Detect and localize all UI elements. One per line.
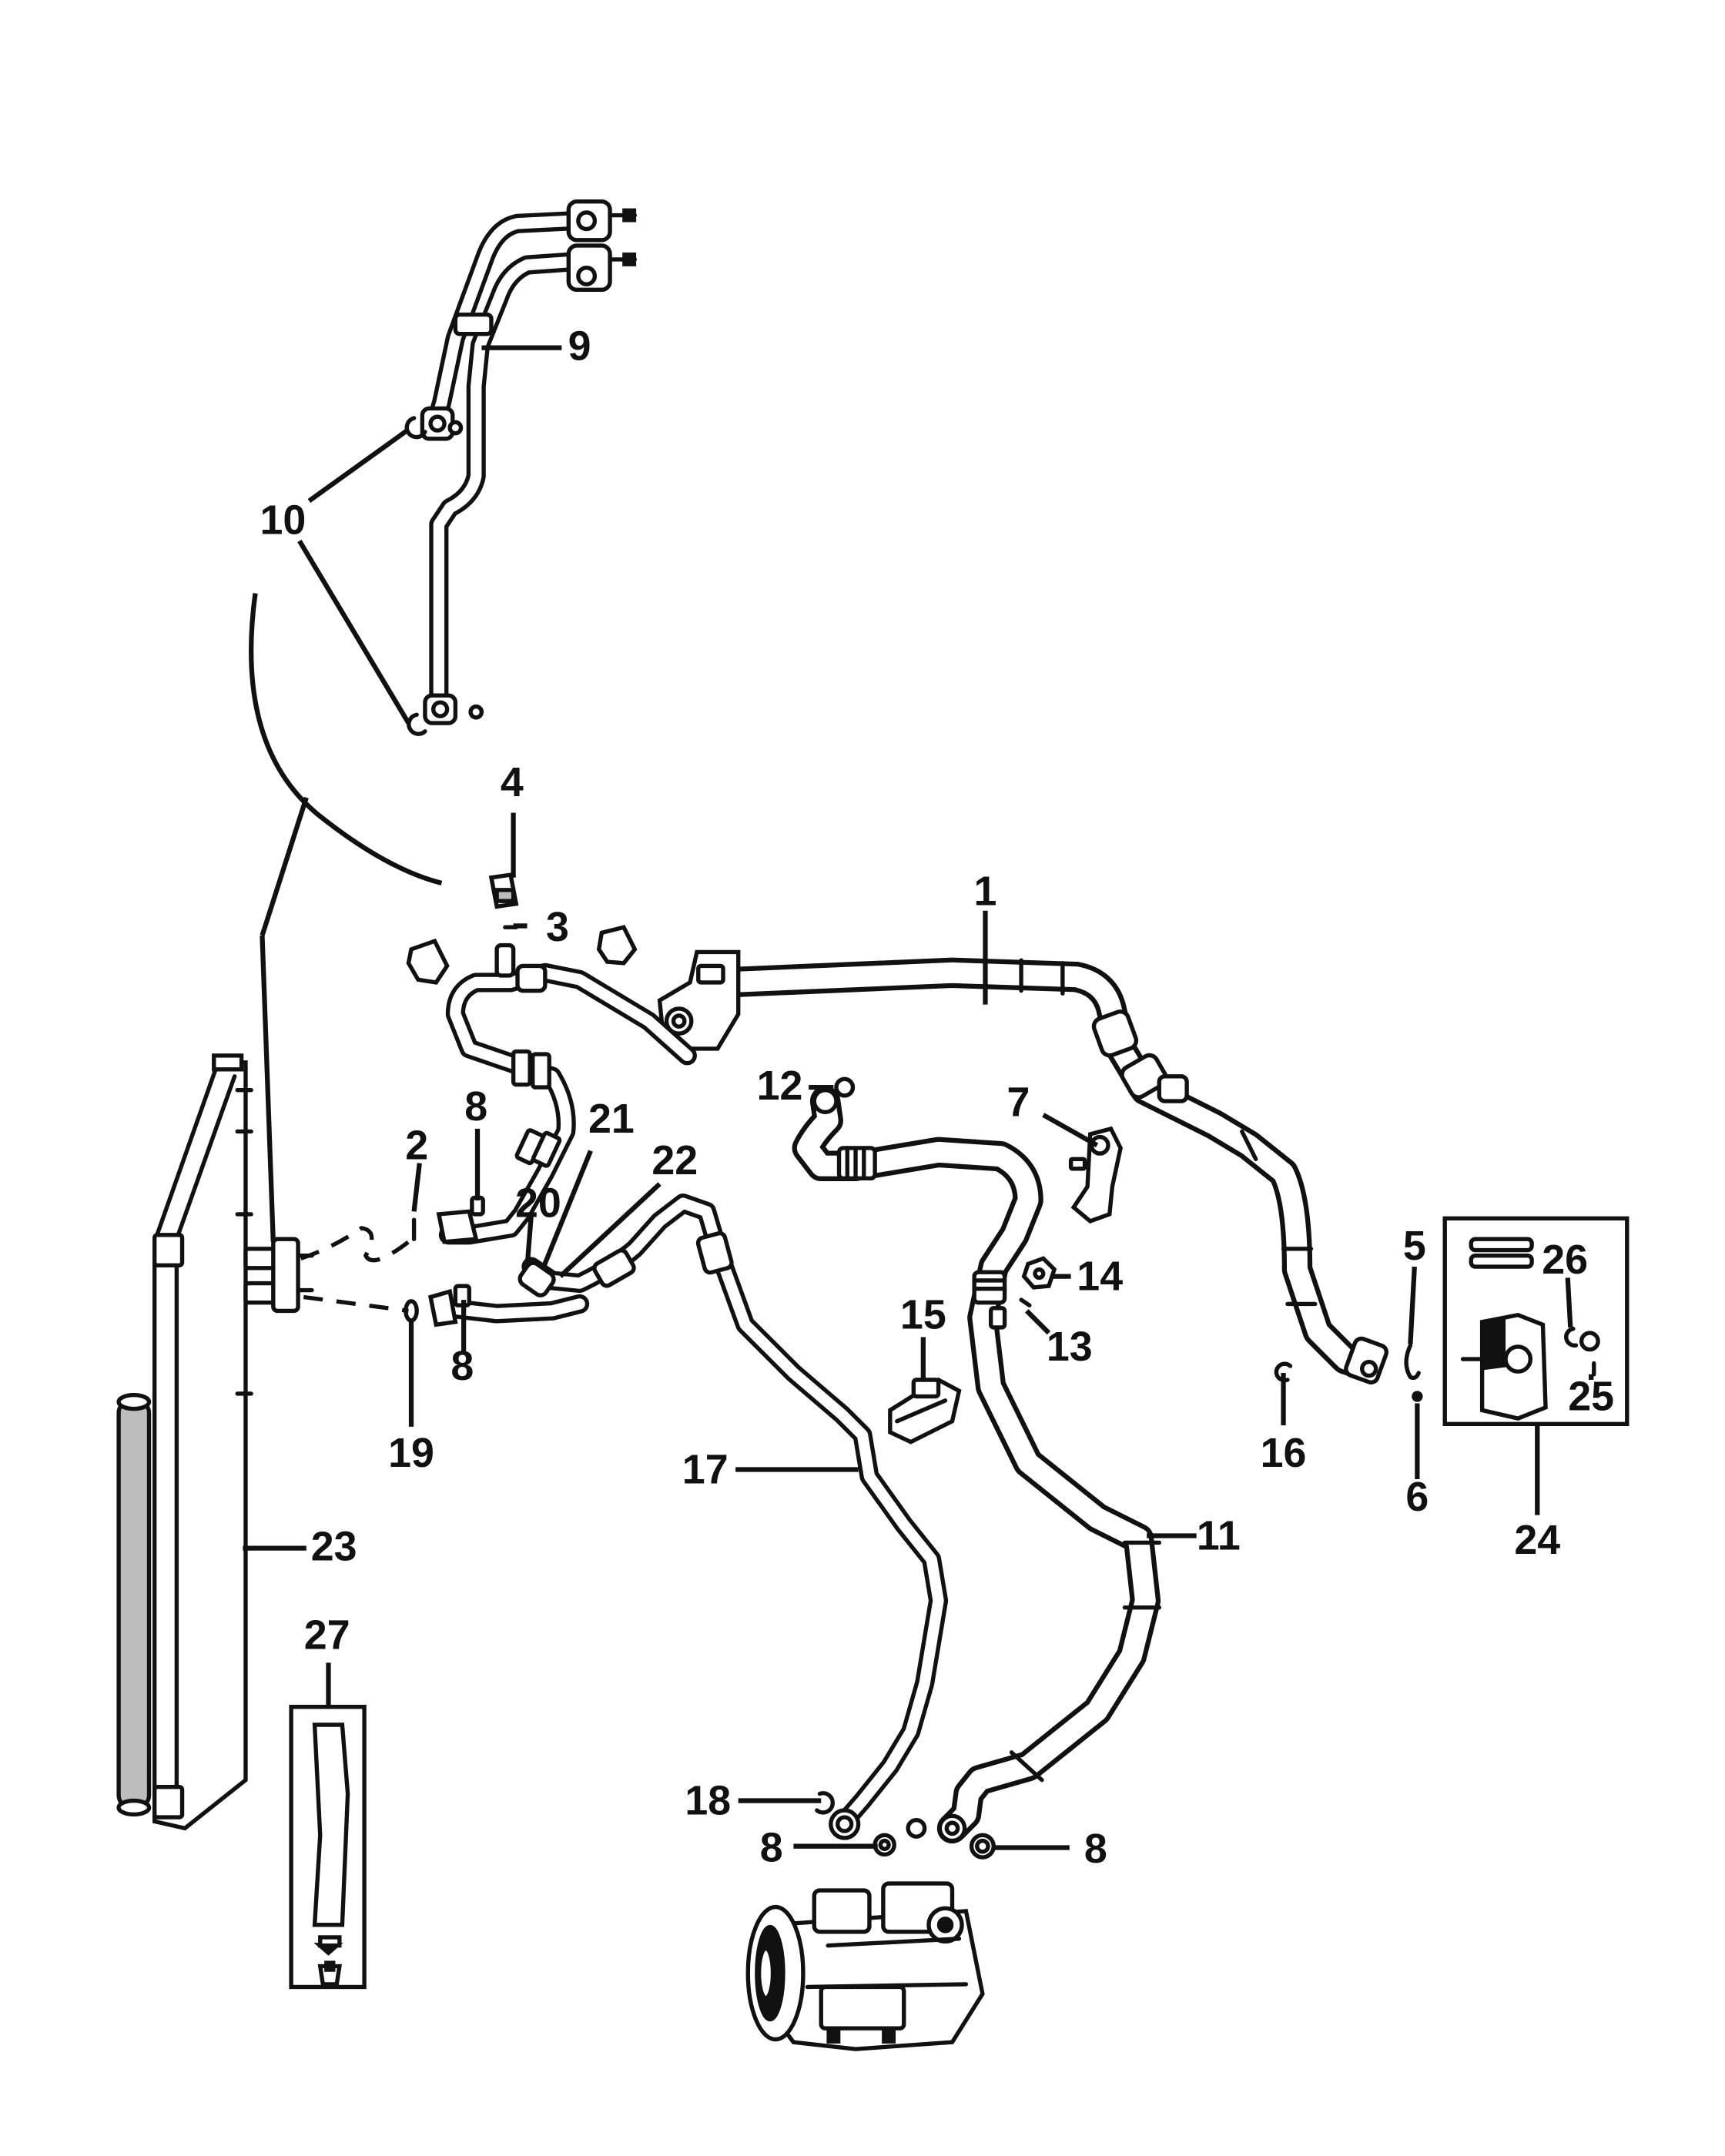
callout-3: 3 xyxy=(546,904,569,950)
callout-20: 20 xyxy=(515,1180,561,1227)
o-ring-26-icon xyxy=(1564,1327,1579,1348)
callout-10: 10 xyxy=(260,497,306,544)
callout-18: 18 xyxy=(685,1777,731,1823)
condenser-23 xyxy=(116,1053,314,1831)
nut-8-right-icon xyxy=(969,1833,996,1860)
clip-right-icon xyxy=(596,925,638,966)
callout-17: 17 xyxy=(682,1446,729,1492)
callout-26: 26 xyxy=(1542,1237,1588,1283)
stud-13-icon xyxy=(1019,1297,1032,1307)
assembly-leader-line xyxy=(260,796,309,936)
callout-1: 1 xyxy=(974,869,997,915)
nut-14-icon xyxy=(1021,1256,1057,1290)
callout-2: 2 xyxy=(405,1122,428,1168)
callout-13: 13 xyxy=(1047,1324,1093,1370)
line-17 xyxy=(438,1194,949,1840)
switch-15-icon xyxy=(888,1377,962,1445)
expansion-valve-icon xyxy=(1460,1312,1548,1421)
hose-11 xyxy=(792,1086,1161,1844)
dashed-connector-upper xyxy=(300,1226,410,1263)
o-ring-10-lower-icon xyxy=(407,712,427,736)
fitting-20-icon xyxy=(518,1260,556,1297)
compressor-icon xyxy=(745,1881,985,2051)
callout-14: 14 xyxy=(1077,1254,1123,1300)
clip-5-icon xyxy=(1404,1343,1421,1381)
callout-7: 7 xyxy=(1007,1080,1030,1126)
dashed-connector-lower xyxy=(303,1294,409,1314)
cap-4-icon xyxy=(488,872,519,909)
callout-8-compressor-left: 8 xyxy=(760,1824,783,1870)
callout-9: 9 xyxy=(568,323,591,370)
callout-22: 22 xyxy=(651,1137,698,1183)
leader-lines xyxy=(243,345,1594,1850)
callout-labels: 1 2 3 4 5 6 7 8 8 8 8 9 10 11 12 13 14 1… xyxy=(260,323,1614,1872)
callout-12: 12 xyxy=(757,1063,803,1109)
callout-19: 19 xyxy=(388,1430,434,1476)
callout-15: 15 xyxy=(900,1292,946,1338)
callout-11: 11 xyxy=(1197,1512,1241,1558)
callout-24: 24 xyxy=(1514,1517,1560,1563)
callout-8-upper: 8 xyxy=(464,1083,487,1130)
o-ring-25-icon xyxy=(1579,1331,1600,1377)
callout-5: 5 xyxy=(1403,1223,1426,1269)
clip-8-lower-icon xyxy=(427,1284,471,1327)
callout-25: 25 xyxy=(1568,1373,1614,1419)
gasket-6-icon xyxy=(1412,1391,1423,1402)
bracket-7-icon xyxy=(1068,1126,1123,1224)
bolts-icon xyxy=(1469,1237,1534,1269)
callout-4: 4 xyxy=(501,759,524,805)
o-ring-12-icon xyxy=(834,1076,856,1098)
callout-6: 6 xyxy=(1405,1474,1429,1520)
line-assembly-9 xyxy=(420,199,638,725)
assembly-leader-curve xyxy=(249,593,443,886)
callout-23: 23 xyxy=(311,1524,357,1570)
o-ring-19-icon xyxy=(404,1299,419,1323)
o-ring-10-upper-icon xyxy=(404,416,427,440)
nut-8-left-icon xyxy=(873,1833,896,1857)
callout-8-compressor-right: 8 xyxy=(1084,1826,1107,1872)
callout-27: 27 xyxy=(304,1612,350,1658)
clip-left-icon xyxy=(406,938,450,985)
plug-fitting-icon xyxy=(317,1935,342,1987)
line-assembly-upper-left xyxy=(438,942,697,1245)
callout-8-lower: 8 xyxy=(451,1343,474,1389)
clip-8-upper-icon xyxy=(436,1195,485,1244)
o-ring-18-icon xyxy=(815,1791,835,1815)
callout-16: 16 xyxy=(1261,1430,1307,1476)
o-ring-compressor-icon xyxy=(906,1817,927,1839)
desiccant-bag-icon xyxy=(312,1722,350,1927)
callout-21: 21 xyxy=(588,1096,635,1142)
